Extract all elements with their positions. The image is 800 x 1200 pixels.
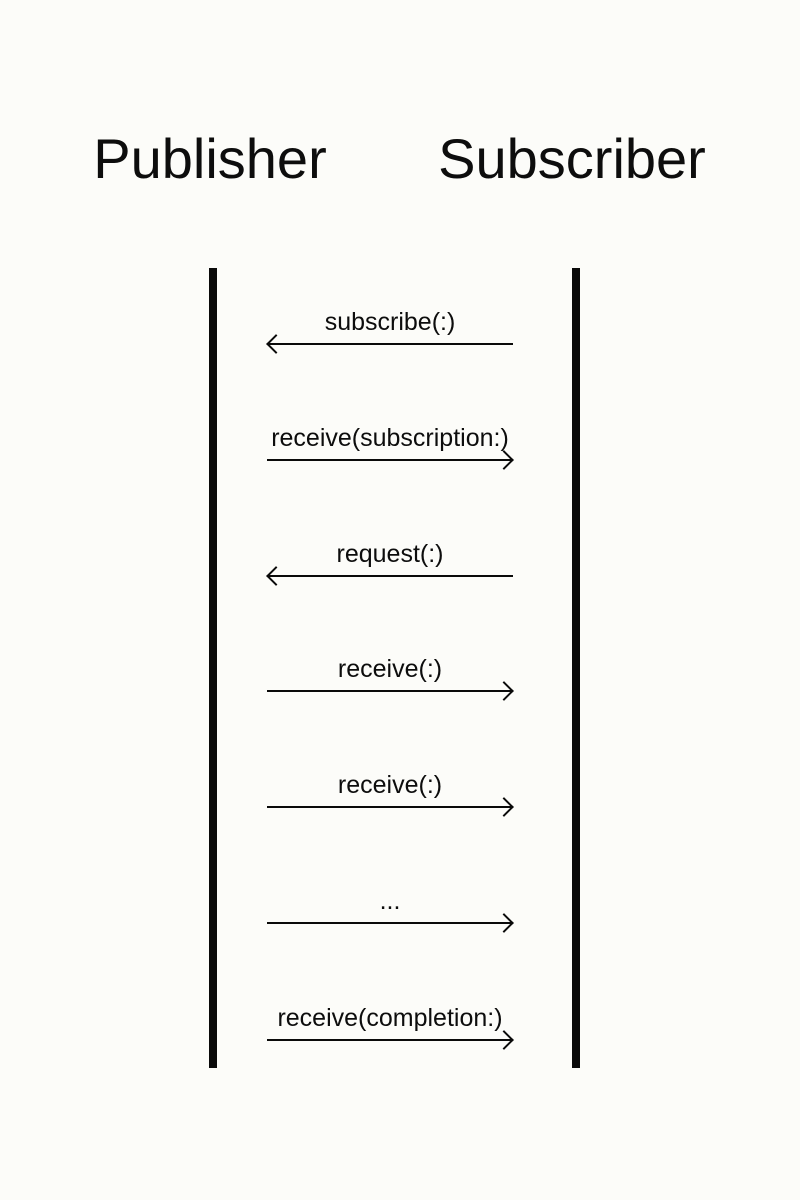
arrow-shaft	[267, 458, 513, 462]
message-arrow-icon	[267, 681, 514, 701]
message-arrow-icon	[267, 450, 514, 470]
message-receive-subscription: receive(subscription:)	[267, 423, 514, 470]
arrow-shaft	[267, 805, 513, 809]
arrow-head	[494, 797, 514, 817]
arrow-head	[266, 566, 286, 586]
arrow-shaft	[267, 689, 513, 693]
arrow-shaft	[267, 921, 513, 925]
message-label: receive(:)	[337, 771, 443, 799]
message-subscribe: subscribe(:)	[266, 307, 513, 354]
subscriber-lifeline	[572, 268, 580, 1068]
message-receive-value-2: receive(:)	[267, 770, 514, 817]
arrow-head	[494, 913, 514, 933]
message-label: receive(:)	[337, 655, 443, 683]
message-arrow-icon	[267, 797, 514, 817]
message-arrow-icon	[267, 1030, 514, 1050]
message-label: ...	[379, 887, 401, 915]
arrow-shaft	[267, 342, 513, 346]
arrow-shaft	[267, 1038, 513, 1042]
arrow-head	[494, 1030, 514, 1050]
actor-label-subscriber: Subscriber	[438, 127, 706, 190]
actor-label-publisher: Publisher	[93, 127, 327, 190]
arrow-shaft	[267, 574, 513, 578]
message-request: request(:)	[266, 539, 513, 586]
message-label: subscribe(:)	[324, 308, 456, 336]
arrow-head	[266, 334, 286, 354]
publisher-lifeline	[209, 268, 217, 1068]
message-arrow-icon	[267, 913, 514, 933]
arrow-head	[494, 681, 514, 701]
message-arrow-icon	[266, 566, 513, 586]
message-receive-value-1: receive(:)	[267, 654, 514, 701]
arrow-head	[494, 450, 514, 470]
message-arrow-icon	[266, 334, 513, 354]
message-label: request(:)	[336, 540, 444, 568]
message-label: receive(completion:)	[277, 1004, 503, 1032]
message-label: receive(subscription:)	[271, 424, 509, 452]
message-receive-completion: receive(completion:)	[267, 1003, 514, 1050]
message-ellipsis: ...	[267, 886, 514, 933]
